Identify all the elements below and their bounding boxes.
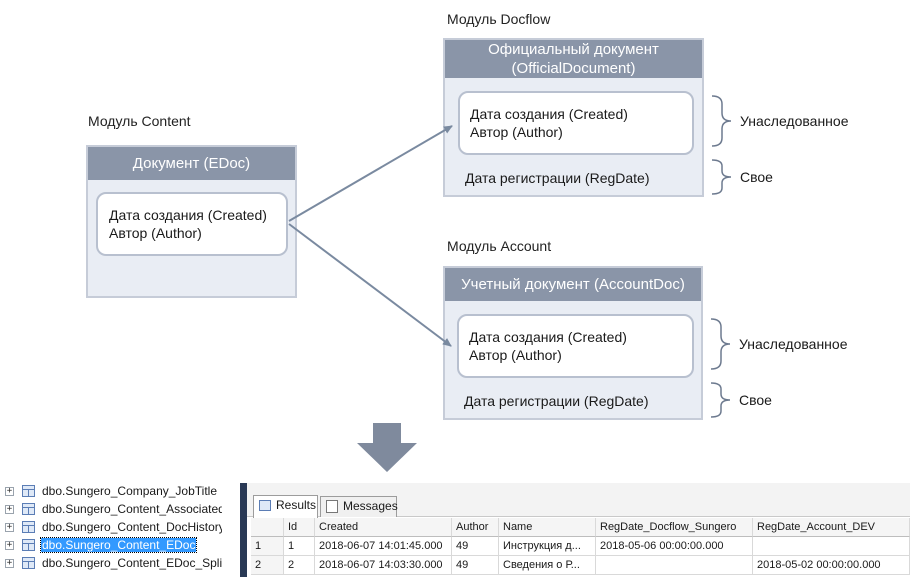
official-document-title-line2: (OfficialDocument)	[511, 60, 636, 77]
edoc-prop-author: Автор (Author)	[109, 225, 202, 241]
tree-item-selected[interactable]: + dbo.Sungero_Content_EDoc	[0, 537, 222, 555]
row-header[interactable]: 1	[251, 537, 284, 556]
official-own-brace-label: Свое	[740, 169, 773, 185]
tree-item[interactable]: + dbo.Sungero_Content_AssociatedA	[0, 501, 222, 519]
account-inherited-box: Дата создания (Created) Автор (Author)	[457, 314, 694, 378]
row-header[interactable]: 2	[251, 556, 284, 575]
tree-item[interactable]: + dbo.Sungero_Company_JobTitle	[0, 483, 222, 501]
expand-icon[interactable]: +	[5, 486, 14, 496]
account-inherited-brace	[710, 318, 731, 370]
official-prop-regdate: Дата регистрации (RegDate)	[465, 170, 650, 186]
grid-cell[interactable]: 2018-06-07 14:03:30.000	[315, 556, 452, 575]
grid-icon	[259, 500, 271, 511]
column-header-author[interactable]: Author	[452, 518, 499, 537]
grid-cell[interactable]: 49	[452, 556, 499, 575]
grid-cell[interactable]: 2	[284, 556, 315, 575]
account-prop-author: Автор (Author)	[469, 347, 562, 363]
arrow-to-official-document	[288, 125, 453, 222]
table-icon	[22, 539, 35, 551]
down-arrow-icon	[357, 423, 417, 472]
account-own-brace-label: Свое	[739, 392, 772, 408]
account-prop-created: Дата создания (Created)	[469, 329, 627, 345]
results-left-bar	[240, 483, 247, 577]
grid-cell[interactable]: Сведения о Р...	[499, 556, 596, 575]
tab-results-label: Results	[276, 498, 317, 512]
column-header-name[interactable]: Name	[499, 518, 596, 537]
table-icon	[22, 503, 35, 515]
tree-item-label[interactable]: dbo.Sungero_Company_JobTitle	[42, 484, 218, 498]
official-inherited-box: Дата создания (Created) Автор (Author)	[458, 91, 694, 155]
official-own-brace	[711, 159, 732, 195]
official-inherited-brace	[711, 95, 732, 147]
grid-cell[interactable]: Инструкция д...	[499, 537, 596, 556]
expand-icon[interactable]: +	[5, 504, 14, 514]
grid-cell[interactable]: 2018-06-07 14:01:45.000	[315, 537, 452, 556]
official-document-class-box: Официальный документ (OfficialDocument) …	[443, 38, 704, 197]
grid-cell[interactable]: 49	[452, 537, 499, 556]
account-prop-regdate: Дата регистрации (RegDate)	[464, 393, 649, 409]
column-header-created[interactable]: Created	[315, 518, 452, 537]
account-own-brace	[710, 382, 731, 418]
edoc-class-title: Документ (EDoc)	[132, 155, 251, 172]
expand-icon[interactable]: +	[5, 540, 14, 550]
module-docflow-label: Модуль Docflow	[447, 11, 551, 27]
column-header-regdate-docflow[interactable]: RegDate_Docflow_Sungero	[596, 518, 753, 537]
account-doc-title: Учетный документ (AccountDoc)	[461, 276, 685, 293]
module-account-label: Модуль Account	[447, 238, 552, 254]
grid-cell[interactable]: 1	[284, 537, 315, 556]
official-document-title-line1: Официальный документ	[488, 41, 659, 58]
object-explorer-tree: + dbo.Sungero_Company_JobTitle + dbo.Sun…	[0, 482, 224, 577]
tab-results[interactable]: Results	[253, 495, 318, 518]
table-icon	[22, 521, 35, 533]
grid-corner-header	[251, 518, 284, 537]
tab-messages[interactable]: Messages	[320, 496, 398, 517]
official-document-class-header: Официальный документ (OfficialDocument)	[445, 40, 702, 78]
official-prop-created: Дата создания (Created)	[470, 106, 628, 122]
account-inherited-brace-label: Унаследованное	[739, 336, 848, 352]
tab-messages-label: Messages	[343, 499, 398, 513]
edoc-class-header: Документ (EDoc)	[88, 147, 295, 180]
tree-item-label[interactable]: dbo.Sungero_Content_EDoc_SplitD	[42, 556, 222, 570]
table-icon	[22, 485, 35, 497]
arrow-to-account-document	[288, 223, 452, 347]
expand-icon[interactable]: +	[5, 522, 14, 532]
tree-item-label[interactable]: dbo.Sungero_Content_AssociatedA	[42, 502, 222, 516]
grid-cell[interactable]	[753, 537, 910, 556]
messages-icon	[326, 500, 338, 513]
module-content-label: Модуль Content	[88, 113, 191, 129]
column-header-regdate-account[interactable]: RegDate_Account_DEV	[753, 518, 910, 537]
account-doc-class-header: Учетный документ (AccountDoc)	[445, 268, 701, 301]
grid-cell[interactable]: 2018-05-02 00:00:00.000	[753, 556, 910, 575]
tree-item[interactable]: + dbo.Sungero_Content_EDoc_SplitD	[0, 555, 222, 573]
edoc-class-box: Документ (EDoc) Дата создания (Created) …	[86, 145, 297, 298]
account-doc-class-box: Учетный документ (AccountDoc) Дата созда…	[443, 266, 703, 420]
official-prop-author: Автор (Author)	[470, 124, 563, 140]
table-icon	[22, 557, 35, 569]
grid-cell[interactable]: 2018-05-06 00:00:00.000	[596, 537, 753, 556]
expand-icon[interactable]: +	[5, 558, 14, 568]
grid-cell[interactable]	[596, 556, 753, 575]
edoc-prop-created: Дата создания (Created)	[109, 207, 267, 223]
tree-item-label[interactable]: dbo.Sungero_Content_EDoc	[39, 537, 198, 553]
edoc-properties-box: Дата создания (Created) Автор (Author)	[96, 192, 288, 256]
column-header-id[interactable]: Id	[284, 518, 315, 537]
tree-item[interactable]: + dbo.Sungero_Content_DocHistory	[0, 519, 222, 537]
official-inherited-brace-label: Унаследованное	[740, 113, 849, 129]
tree-item-label[interactable]: dbo.Sungero_Content_DocHistory	[42, 520, 222, 534]
results-tabstrip: Results Messages	[247, 483, 910, 518]
